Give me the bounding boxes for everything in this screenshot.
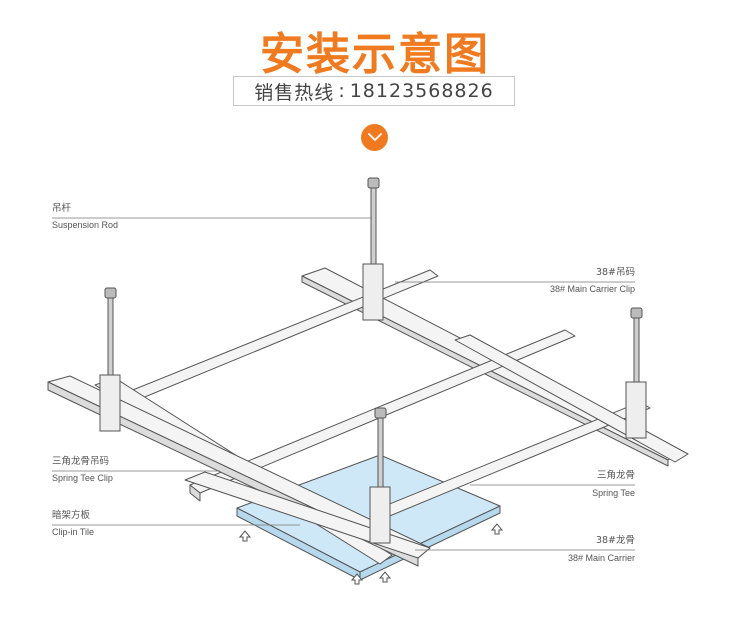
label-main-carrier-clip-cn: 38#吊码 (596, 267, 635, 278)
suspension-rod-right (625, 307, 647, 439)
up-arrow-icon (238, 530, 252, 542)
label-main-carrier-clip-en: 38# Main Carrier Clip (550, 284, 635, 294)
sales-hotline: 销售热线:18123568826 (233, 76, 515, 106)
label-main-carrier-cn: 38#龙骨 (596, 534, 635, 546)
suspension-rod-center-back (362, 177, 384, 321)
up-arrow-icon (378, 571, 392, 583)
main-carrier-rail (454, 334, 689, 463)
label-spring-tee-clip-cn: 三角龙骨吊码 (52, 455, 109, 467)
label-suspension-rod-cn: 吊杆 (52, 202, 72, 214)
leader-lines (52, 217, 635, 551)
spring-tee-rail (189, 484, 201, 502)
suspension-rods (99, 177, 647, 544)
label-spring-tee-cn: 三角龙骨 (597, 469, 635, 481)
up-arrow-icons (238, 523, 504, 585)
spring-tee-rail (107, 269, 439, 409)
up-arrow-icon (490, 523, 504, 535)
hotline-label: 销售热线 (254, 81, 335, 104)
label-spring-tee-clip-en: Spring Tee Clip (52, 473, 113, 483)
label-clip-in-tile-en: Clip-in Tile (52, 527, 94, 537)
chevron-down-icon (361, 124, 388, 151)
label-spring-tee-en: Spring Tee (592, 488, 635, 498)
suspension-rod-left (99, 287, 121, 432)
page-title: 安装示意图 (260, 29, 490, 80)
installation-diagram: 吊杆 Suspension Rod 38#吊码 38# Main Carrier… (47, 177, 689, 585)
label-clip-in-tile-cn: 暗架方板 (52, 509, 91, 521)
hotline-number: 18123568826 (349, 80, 494, 102)
suspension-rod-front (369, 407, 391, 544)
ceiling-grid (47, 267, 689, 581)
up-arrow-icon (350, 573, 364, 585)
hotline-separator: : (338, 80, 346, 102)
label-main-carrier-en: 38# Main Carrier (568, 553, 635, 563)
label-suspension-rod-en: Suspension Rod (52, 220, 118, 230)
main-carrier-rail (184, 471, 431, 559)
